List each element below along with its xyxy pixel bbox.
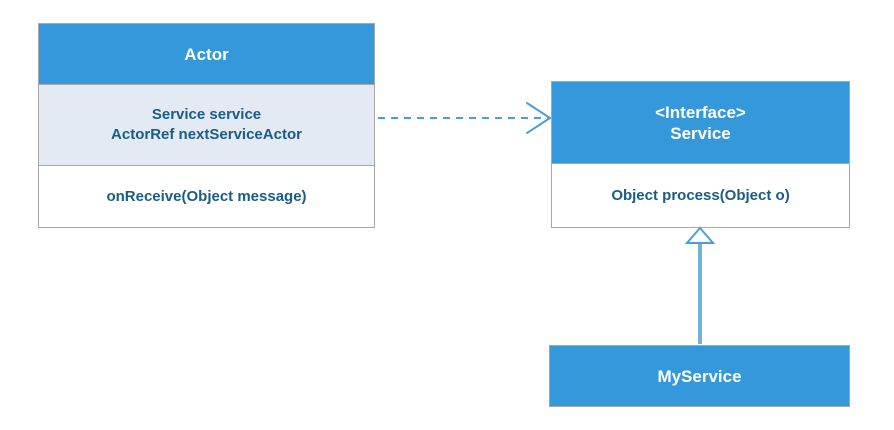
generalization-myservice-to-service bbox=[684, 226, 716, 344]
operation-item: Object process(Object o) bbox=[611, 186, 790, 204]
class-name-myservice: MyService bbox=[657, 366, 742, 386]
class-operations-service: Object process(Object o) bbox=[552, 164, 849, 227]
class-attributes-actor: Service service ActorRef nextServiceActo… bbox=[39, 85, 374, 166]
generalization-arrowhead-hollow-triangle bbox=[684, 226, 716, 244]
class-name-service: Service bbox=[670, 123, 731, 143]
class-name-actor: Actor bbox=[184, 44, 229, 64]
attribute-item: Service service bbox=[151, 106, 262, 123]
class-box-myservice[interactable]: MyService bbox=[549, 345, 850, 407]
operation-item: onReceive(Object message) bbox=[106, 187, 307, 205]
class-stereotype-service: <Interface> bbox=[655, 102, 746, 122]
class-box-service[interactable]: <Interface> Service Object process(Objec… bbox=[551, 81, 850, 228]
class-header-myservice: MyService bbox=[550, 346, 849, 406]
attribute-item: ActorRef nextServiceActor bbox=[111, 126, 302, 143]
dependency-arrowhead-open-v bbox=[526, 102, 552, 134]
class-header-service: <Interface> Service bbox=[552, 82, 849, 164]
class-box-actor[interactable]: Actor Service service ActorRef nextServi… bbox=[38, 23, 375, 228]
class-operations-actor: onReceive(Object message) bbox=[39, 166, 374, 227]
dependency-actor-to-service bbox=[378, 102, 552, 134]
class-header-actor: Actor bbox=[39, 24, 374, 85]
